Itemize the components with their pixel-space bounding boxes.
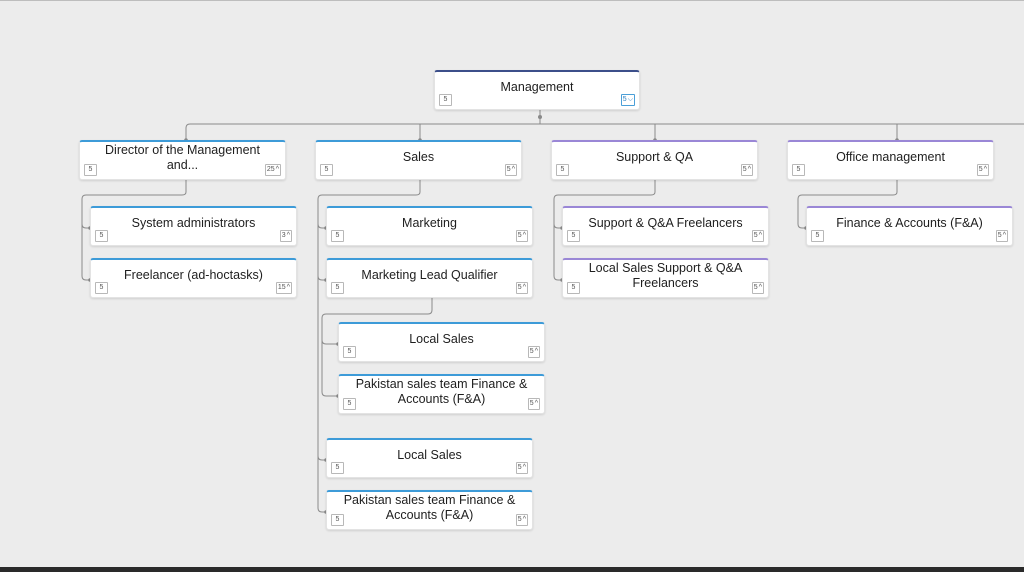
node-title: Pakistan sales team Finance & Accounts (… [355,376,528,406]
expand-toggle[interactable]: 5^ [751,282,764,294]
chevron-up-icon: ^ [758,232,762,239]
count-badge: 5 [343,398,356,410]
count-badge: 5 [567,230,580,242]
top-border [0,0,1024,1]
node-local-sales-support-freelancers[interactable]: Local Sales Support & Q&A Freelancers 5 … [562,258,769,298]
expand-toggle[interactable]: 5^ [515,462,528,474]
expand-toggle[interactable]: 5^ [527,398,540,410]
node-title: Local Sales [397,448,462,462]
expand-toggle[interactable]: 15^ [275,282,292,294]
expand-toggle[interactable]: 5^ [976,164,989,176]
expand-toggle[interactable]: 5^ [515,514,528,526]
node-title: Marketing [402,216,457,230]
node-system-administrators[interactable]: System administrators 5 3^ [90,206,297,246]
node-title: Finance & Accounts (F&A) [836,216,983,230]
chevron-up-icon: ^ [522,516,526,523]
chevron-up-icon: ^ [511,166,515,173]
chevron-up-icon: ^ [534,348,538,355]
chevron-up-icon: ^ [275,166,279,173]
bottom-bar [0,567,1024,572]
chevron-up-icon: ^ [758,284,762,291]
count-badge: 5 [320,164,333,176]
expand-toggle[interactable]: 5^ [515,282,528,294]
count-badge: 5 [343,346,356,358]
node-title: Office management [836,150,945,164]
node-support-qa-freelancers[interactable]: Support & Q&A Freelancers 5 5^ [562,206,769,246]
node-local-sales[interactable]: Local Sales 5 5^ [326,438,533,478]
count-badge: 5 [331,282,344,294]
node-title: Director of the Management and... [105,142,260,172]
node-pakistan-sales-team[interactable]: Pakistan sales team Finance & Accounts (… [338,374,545,414]
count-badge: 5 [331,462,344,474]
node-marketing[interactable]: Marketing 5 5^ [326,206,533,246]
count-badge: 5 [331,514,344,526]
count-badge: 5 [556,164,569,176]
count-badge: 5 [792,164,805,176]
connector-management-bus [185,110,1024,140]
node-title: Management [500,80,574,94]
node-title: Marketing Lead Qualifier [361,268,498,282]
chevron-up-icon: ^ [983,166,987,173]
node-finance-accounts[interactable]: Finance & Accounts (F&A) 5 5^ [806,206,1013,246]
expand-toggle[interactable]: 5^ [740,164,753,176]
chevron-down-icon: ⌵ [627,96,633,103]
expand-toggle[interactable]: 5^ [515,230,528,242]
count-badge: 5 [95,230,108,242]
node-office-management[interactable]: Office management 5 5^ [787,140,994,180]
node-title: Pakistan sales team Finance & Accounts (… [343,492,516,522]
node-pakistan-sales-team[interactable]: Pakistan sales team Finance & Accounts (… [326,490,533,530]
node-title: Local Sales Support & Q&A Freelancers [588,260,743,290]
expand-toggle[interactable]: 5^ [751,230,764,242]
count-badge: 5 [567,282,580,294]
node-title: Local Sales [409,332,474,346]
node-freelancer[interactable]: Freelancer (ad-hoctasks) 5 15^ [90,258,297,298]
count-badge: 5 [95,282,108,294]
chevron-up-icon: ^ [522,232,526,239]
node-local-sales[interactable]: Local Sales 5 5^ [338,322,545,362]
node-sales[interactable]: Sales 5 5^ [315,140,522,180]
dot-icon [538,115,542,119]
chevron-up-icon: ^ [522,284,526,291]
chevron-up-icon: ^ [1002,232,1006,239]
count-badge: 5 [811,230,824,242]
node-title: Sales [402,150,435,164]
expand-toggle[interactable]: 5^ [527,346,540,358]
expand-toggle[interactable]: 5⌵ [620,94,635,106]
node-title: Freelancer (ad-hoctasks) [124,268,263,282]
node-title: Support & QA [615,150,694,164]
chevron-up-icon: ^ [522,464,526,471]
count-badge: 5 [84,164,97,176]
chevron-up-icon: ^ [747,166,751,173]
chevron-up-icon: ^ [534,400,538,407]
expand-toggle[interactable]: 3^ [279,230,292,242]
count-badge: 5 [439,94,452,106]
expand-toggle[interactable]: 25^ [264,164,281,176]
node-director[interactable]: Director of the Management and... 5 25^ [79,140,286,180]
chevron-up-icon: ^ [286,284,290,291]
count-badge: 5 [331,230,344,242]
node-title: Support & Q&A Freelancers [588,216,743,230]
node-title: System administrators [131,216,256,230]
chevron-up-icon: ^ [286,232,290,239]
expand-toggle[interactable]: 5^ [995,230,1008,242]
node-support-qa[interactable]: Support & QA 5 5^ [551,140,758,180]
node-marketing-lead-qualifier[interactable]: Marketing Lead Qualifier 5 5^ [326,258,533,298]
expand-toggle[interactable]: 5^ [504,164,517,176]
node-management[interactable]: Management 5 5⌵ [434,70,640,110]
